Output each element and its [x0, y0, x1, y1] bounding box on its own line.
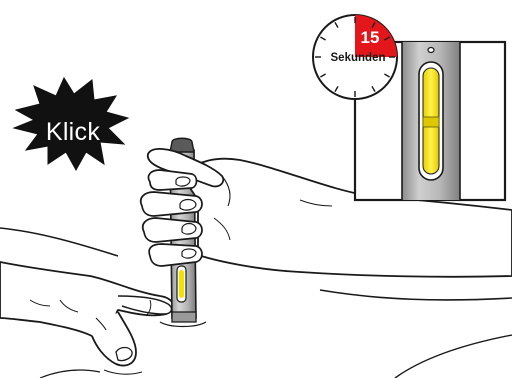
timer-seconds-label: 15 [358, 29, 382, 47]
timer-unit-label: Sekunden [318, 51, 398, 65]
klick-label: Klick [38, 118, 108, 146]
